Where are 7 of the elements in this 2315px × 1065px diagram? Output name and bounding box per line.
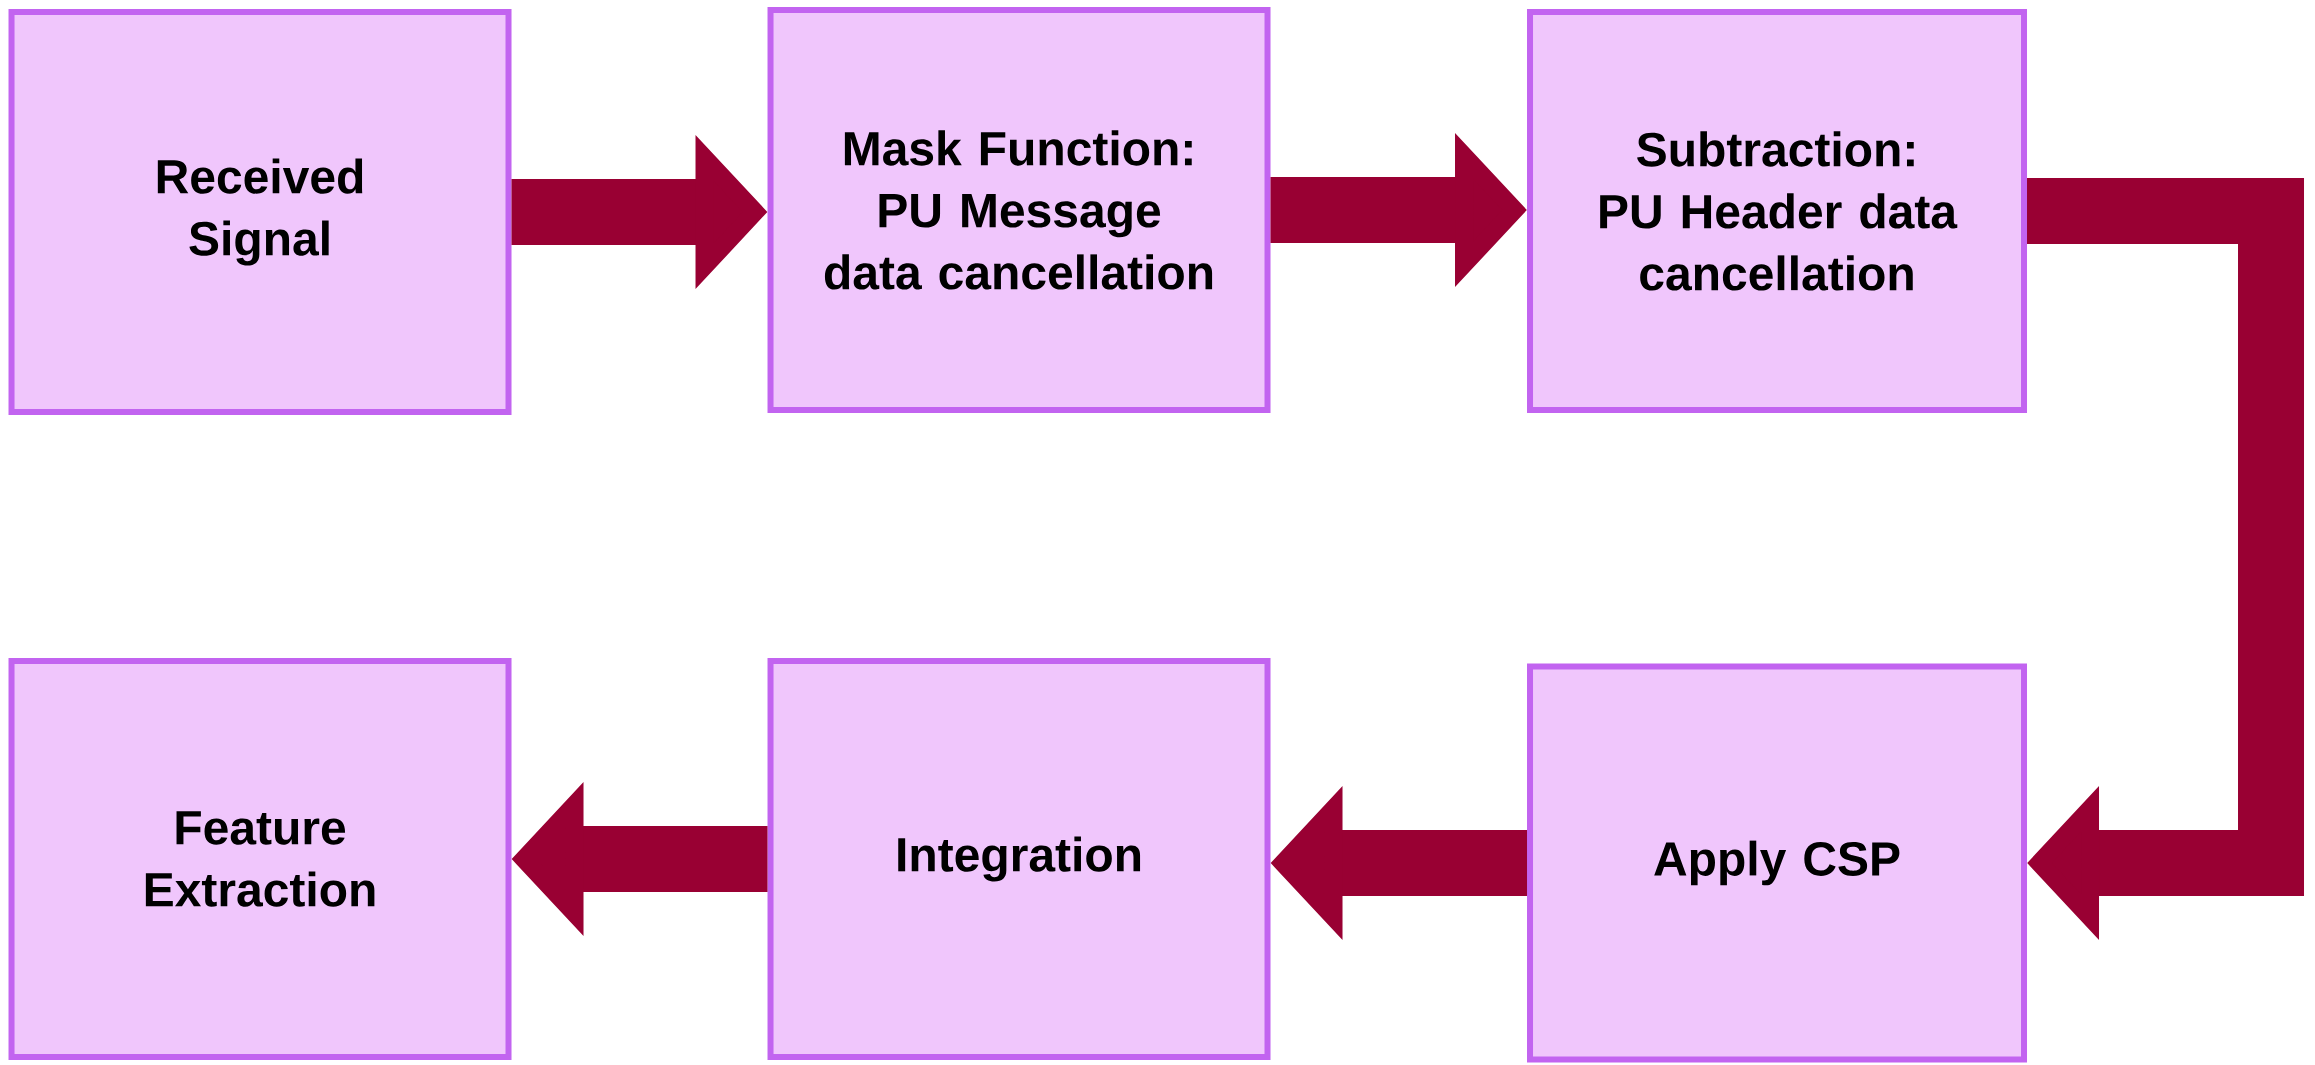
process-box: Integration — [767, 658, 1271, 1060]
process-box: Subtraction: PU Header data cancellation — [1527, 9, 2027, 413]
process-box: Feature Extraction — [8, 658, 512, 1060]
process-box: Received Signal — [8, 9, 512, 415]
block-arrow — [2027, 178, 2304, 941]
process-box: Mask Function: PU Message data cancellation — [767, 7, 1271, 413]
process-box: Apply CSP — [1527, 663, 2027, 1063]
